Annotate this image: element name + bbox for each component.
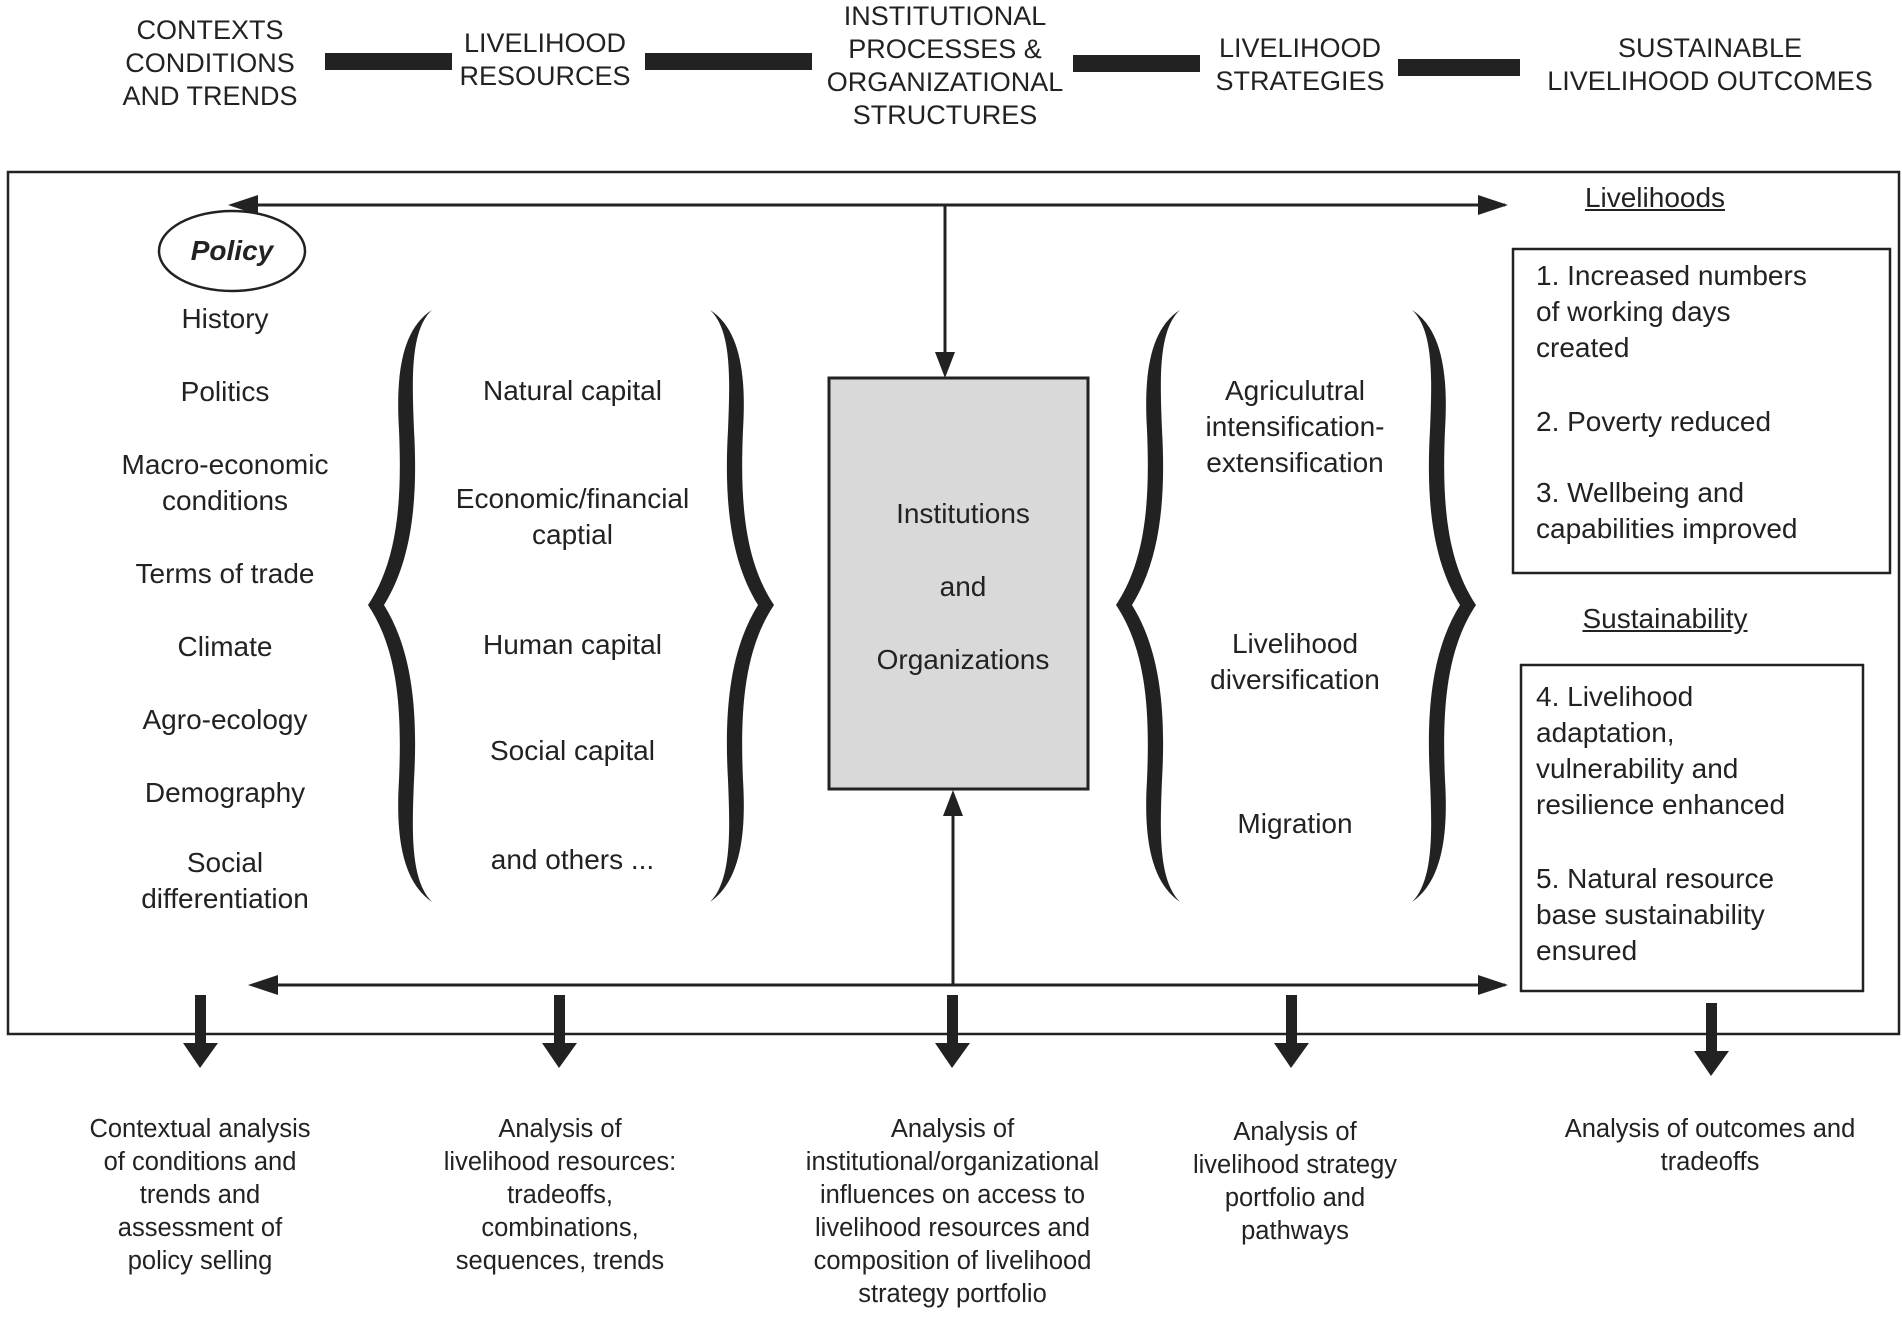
- policy-label: Policy: [190, 235, 274, 266]
- header-strategies: LIVELIHOOD STRATEGIES: [1215, 33, 1385, 96]
- analysis-arrow-5: [1694, 1003, 1729, 1076]
- resource-others: and others ...: [490, 844, 655, 875]
- analysis-outcomes: Analysis of outcomes and tradeoffs: [1564, 1115, 1856, 1176]
- strategy-diversification: Livelihood diversification: [1210, 628, 1380, 695]
- outcome-adaptation: 4. Livelihood adaptation, vulnerability …: [1536, 681, 1786, 820]
- top-arrow-head-right: [1478, 195, 1508, 215]
- strategies-left-brace: [1116, 310, 1180, 902]
- analysis-arrow-4: [1274, 995, 1309, 1068]
- header-institutional: INSTITUTIONAL PROCESSES & ORGANIZATIONAL…: [826, 1, 1064, 130]
- context-politics: Politics: [180, 376, 270, 407]
- livelihoods-heading: Livelihoods: [1584, 182, 1726, 213]
- outcome-wellbeing: 3. Wellbeing and capabilities improved: [1536, 477, 1798, 544]
- bottom-up-arrow-head: [943, 790, 963, 816]
- analysis-contextual: Contextual analysis of conditions and tr…: [89, 1115, 311, 1275]
- context-demography: Demography: [144, 777, 306, 808]
- header-connector-4: [1398, 59, 1520, 76]
- header-connector-3: [1073, 55, 1200, 72]
- analysis-arrow-1: [183, 995, 218, 1068]
- livelihoods-box: [1511, 247, 1892, 575]
- header-resources: LIVELIHOOD RESOURCES: [459, 28, 631, 91]
- header-connector-1: [325, 53, 452, 70]
- resource-economic-financial: Economic/financial captial: [455, 483, 690, 550]
- analysis-strategy-portfolio: Analysis of livelihood strategy portfoli…: [1192, 1118, 1398, 1245]
- analysis-arrow-3: [935, 995, 970, 1068]
- resource-natural-capital: Natural capital: [483, 375, 662, 406]
- strategy-migration: Migration: [1237, 808, 1353, 839]
- strategy-agricultural: Agriculutral intensification- extensific…: [1205, 375, 1385, 478]
- bottom-arrow-head-right: [1478, 975, 1508, 995]
- outcome-working-days: 1. Increased numbers of working days cre…: [1536, 260, 1807, 363]
- resource-social-capital: Social capital: [490, 735, 655, 766]
- context-climate: Climate: [177, 631, 273, 662]
- context-history: History: [181, 303, 269, 334]
- strategies-right-brace: [1412, 310, 1476, 902]
- resources-left-brace: [368, 310, 432, 902]
- resource-human-capital: Human capital: [483, 629, 662, 660]
- institutions-box: [827, 376, 1090, 791]
- context-terms-of-trade: Terms of trade: [135, 558, 315, 589]
- top-arrow-head-left: [228, 195, 258, 215]
- analysis-arrow-2: [542, 995, 577, 1068]
- outcome-natural-resource: 5. Natural resource base sustainability …: [1536, 863, 1775, 966]
- outcome-poverty-reduced: 2. Poverty reduced: [1536, 406, 1772, 437]
- analysis-institutional: Analysis of institutional/organizational…: [805, 1115, 1100, 1308]
- analysis-resources: Analysis of livelihood resources: tradeo…: [443, 1115, 677, 1275]
- institutions-line-2: and: [939, 571, 987, 602]
- top-down-arrow-head: [935, 352, 955, 378]
- institutions-line-1: Institutions: [896, 498, 1030, 529]
- header-contexts: CONTEXTS CONDITIONS AND TRENDS: [122, 15, 298, 111]
- header-outcomes: SUSTAINABLE LIVELIHOOD OUTCOMES: [1547, 33, 1873, 96]
- bottom-arrow-head-left: [248, 975, 278, 995]
- institutions-line-3: Organizations: [876, 644, 1050, 675]
- context-agro-ecology: Agro-ecology: [142, 704, 308, 735]
- resources-right-brace: [710, 310, 774, 902]
- context-macro-economic: Macro-economic conditions: [121, 449, 329, 516]
- header-connector-2: [645, 53, 812, 70]
- policy-ellipse: [157, 209, 307, 293]
- context-social-differentiation: Social differentiation: [141, 847, 309, 914]
- sustainability-box: [1519, 663, 1865, 993]
- sustainability-heading: Sustainability: [1582, 603, 1748, 634]
